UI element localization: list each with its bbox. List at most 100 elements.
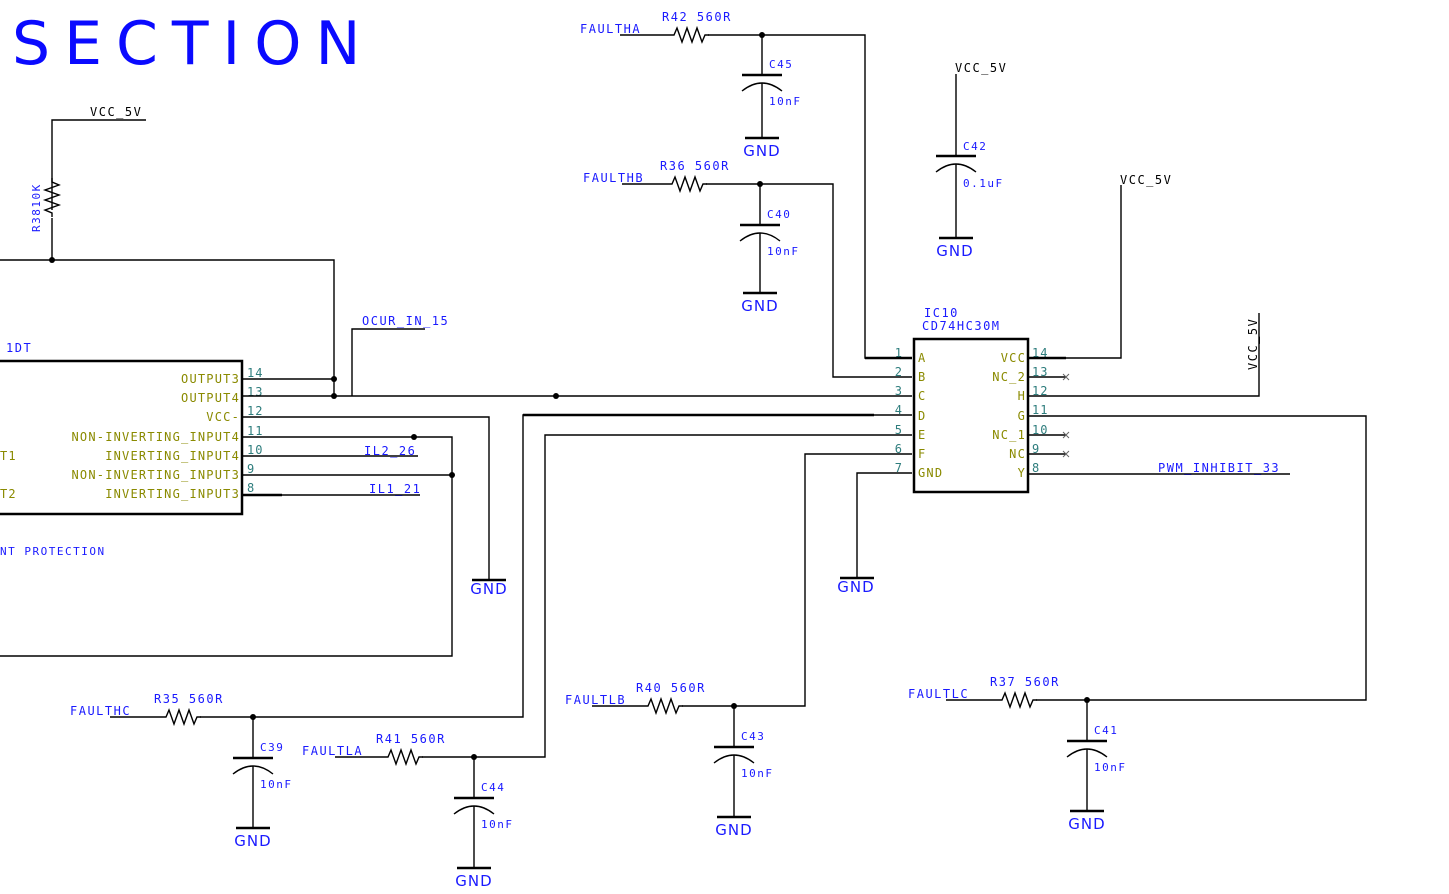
resistor-label: R37 560R [990, 675, 1060, 689]
capacitor-ref: C45 [769, 58, 793, 71]
gnd-label: GND [470, 580, 507, 598]
pin-name: NC_1 [992, 428, 1026, 442]
fault-net-label: FAULTHC [70, 704, 131, 718]
capacitor-value: 10nF [1094, 761, 1127, 774]
fault-net-label: FAULTLC [908, 687, 969, 701]
capacitor-ref: C43 [741, 730, 765, 743]
capacitor-value: 10nF [260, 778, 293, 791]
left-ic-ref: 1DT [6, 341, 32, 355]
pin-name: VCC [1001, 351, 1026, 365]
ic10-wiring: VCC_5V VCC_5V PWM_INHIBIT_33 GND [253, 34, 1367, 758]
gnd-label: GND [743, 142, 780, 160]
vcc-label: VCC_5V [1246, 318, 1260, 370]
pin-num: 2 [895, 365, 903, 379]
rc-filter-faultla: FAULTLA R41 560R GND C44 10nF [302, 732, 514, 890]
sheet-title: SECTION [12, 9, 374, 79]
resistor-label: R41 560R [376, 732, 446, 746]
ic10-part: CD74HC30M [922, 319, 1001, 333]
net-il1: IL1_21 [369, 482, 421, 496]
fault-net-label: FAULTLA [302, 744, 363, 758]
r38-pullup: VCC_5V R3810K [0, 105, 335, 396]
capacitor-value: 10nF [769, 95, 802, 108]
pin-name: G [1018, 409, 1026, 423]
net-pwm: PWM_INHIBIT_33 [1158, 461, 1280, 475]
c42-ref: C42 [963, 140, 987, 153]
pin-name: Y [1018, 466, 1026, 480]
pin-num: 5 [895, 423, 903, 437]
pin-num: 12 [1032, 384, 1048, 398]
pin-num: 13 [1032, 365, 1048, 379]
pin-name: INVERTING_INPUT4 [105, 449, 240, 463]
rc-filter-faultha: FAULTHA R42 560R GND C45 10nF [580, 10, 802, 160]
pin-num: 9 [1032, 442, 1040, 456]
pin-num: 7 [895, 461, 903, 475]
net-il2: IL2_26 [364, 444, 416, 458]
c42-val: 0.1uF [963, 177, 1004, 190]
resistor-label: R42 560R [662, 10, 732, 24]
left-ic-wiring: OCUR_IN_15 GND IL2_26 IL1_21 [0, 314, 912, 657]
rc-filter-faulthb: FAULTHB R36 560R GND C40 10nF [583, 159, 800, 315]
gnd-label: GND [741, 297, 778, 315]
left-ic[interactable]: 1DT OUTPUT3 OUTPUT4 VCC- NON-INVERTING_I… [0, 341, 263, 558]
capacitor-value: 10nF [481, 818, 514, 831]
pin-name: B [918, 370, 926, 384]
vcc-label: VCC_5V [955, 61, 1007, 75]
rc-filter-faultlc: FAULTLC R37 560R GND C41 10nF [908, 675, 1127, 833]
pin-name: A [918, 351, 926, 365]
pin-name: D [918, 409, 926, 423]
rc-filter-faulthc: FAULTHC R35 560R GND C39 10nF [70, 692, 293, 850]
pin-num: 10 [1032, 423, 1048, 437]
ic10[interactable]: IC10 CD74HC30M A B C D E F GND VCC NC_2 … [895, 306, 1049, 494]
net-ocur: OCUR_IN_15 [362, 314, 449, 328]
pin-name: GND [918, 466, 943, 480]
fault-net-label: FAULTHB [583, 171, 644, 185]
pin-name: OUTPUT3 [181, 372, 240, 386]
pin-num: 12 [247, 404, 263, 418]
c42-decoupling: VCC_5V GND C42 0.1uF [934, 61, 1007, 260]
gnd-label: GND [837, 578, 874, 596]
gnd-label: GND [1068, 815, 1105, 833]
gnd-label: GND [234, 832, 271, 850]
pin-num: 8 [247, 481, 255, 495]
capacitor-value: 10nF [767, 245, 800, 258]
ic10-ref: IC10 [924, 306, 959, 320]
pin-num: 13 [247, 385, 263, 399]
gnd-label: GND [455, 872, 492, 890]
capacitor-value: 10nF [741, 767, 774, 780]
pin-name: F [918, 447, 926, 461]
fault-net-label: FAULTLB [565, 693, 626, 707]
r38-label: R3810K [30, 183, 43, 232]
capacitor-ref: C44 [481, 781, 505, 794]
side-label: T2 [0, 487, 17, 501]
resistor-label: R40 560R [636, 681, 706, 695]
pin-name: INVERTING_INPUT3 [105, 487, 240, 501]
capacitor-ref: C40 [767, 208, 791, 221]
rc-filter-faultlb: FAULTLB R40 560R GND C43 10nF [565, 681, 774, 839]
resistor-label: R36 560R [660, 159, 730, 173]
resistor-label: R35 560R [154, 692, 224, 706]
pin-name: NON-INVERTING_INPUT3 [72, 468, 241, 482]
left-ic-note: NT PROTECTION [0, 545, 106, 558]
pin-num: 14 [1032, 346, 1048, 360]
vcc-label: VCC_5V [1120, 173, 1172, 187]
pin-num: 10 [247, 443, 263, 457]
pin-name: C [918, 389, 926, 403]
pin-name: H [1018, 389, 1026, 403]
pin-name: VCC- [206, 410, 240, 424]
pin-num: 11 [247, 424, 263, 438]
pin-name: E [918, 428, 926, 442]
capacitor-ref: C39 [260, 741, 284, 754]
pin-num: 8 [1032, 461, 1040, 475]
capacitor-ref: C41 [1094, 724, 1118, 737]
gnd-label: GND [936, 242, 973, 260]
pin-num: 6 [895, 442, 903, 456]
pin-name: NC [1009, 447, 1026, 461]
fault-net-label: FAULTHA [580, 22, 641, 36]
pin-num: 11 [1032, 403, 1048, 417]
pin-num: 14 [247, 366, 263, 380]
pin-name: NC_2 [992, 370, 1026, 384]
gnd-label: GND [715, 821, 752, 839]
pin-num: 4 [895, 403, 903, 417]
